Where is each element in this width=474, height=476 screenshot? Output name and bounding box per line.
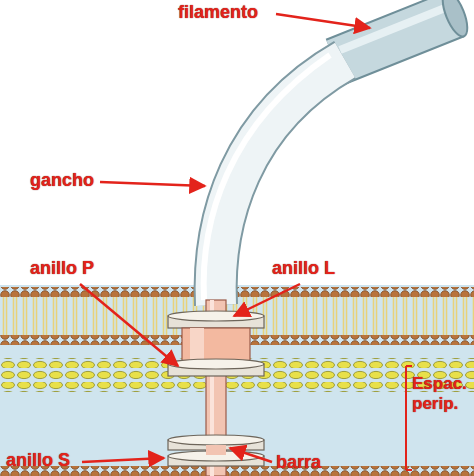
p-ring: [168, 328, 264, 376]
rod-label: barra: [276, 452, 321, 473]
filament: [335, 0, 472, 62]
hook-label: gancho: [30, 170, 94, 191]
s-ring: [168, 435, 264, 466]
l-ring-label: anillo L: [272, 258, 335, 279]
inner-membrane: [0, 466, 474, 476]
periplasm-label: Espac. perip.: [412, 374, 467, 413]
l-ring: [168, 311, 264, 328]
p-ring-label: anillo P: [30, 258, 94, 279]
bracket: [406, 366, 412, 470]
hook: [204, 55, 345, 305]
periplasm-ground: [0, 285, 474, 476]
leader-lines: [80, 14, 370, 462]
s-ring-label: anillo S: [6, 450, 70, 471]
peptidoglycan-layer: [0, 358, 474, 392]
filament-label: filamento: [178, 2, 258, 23]
